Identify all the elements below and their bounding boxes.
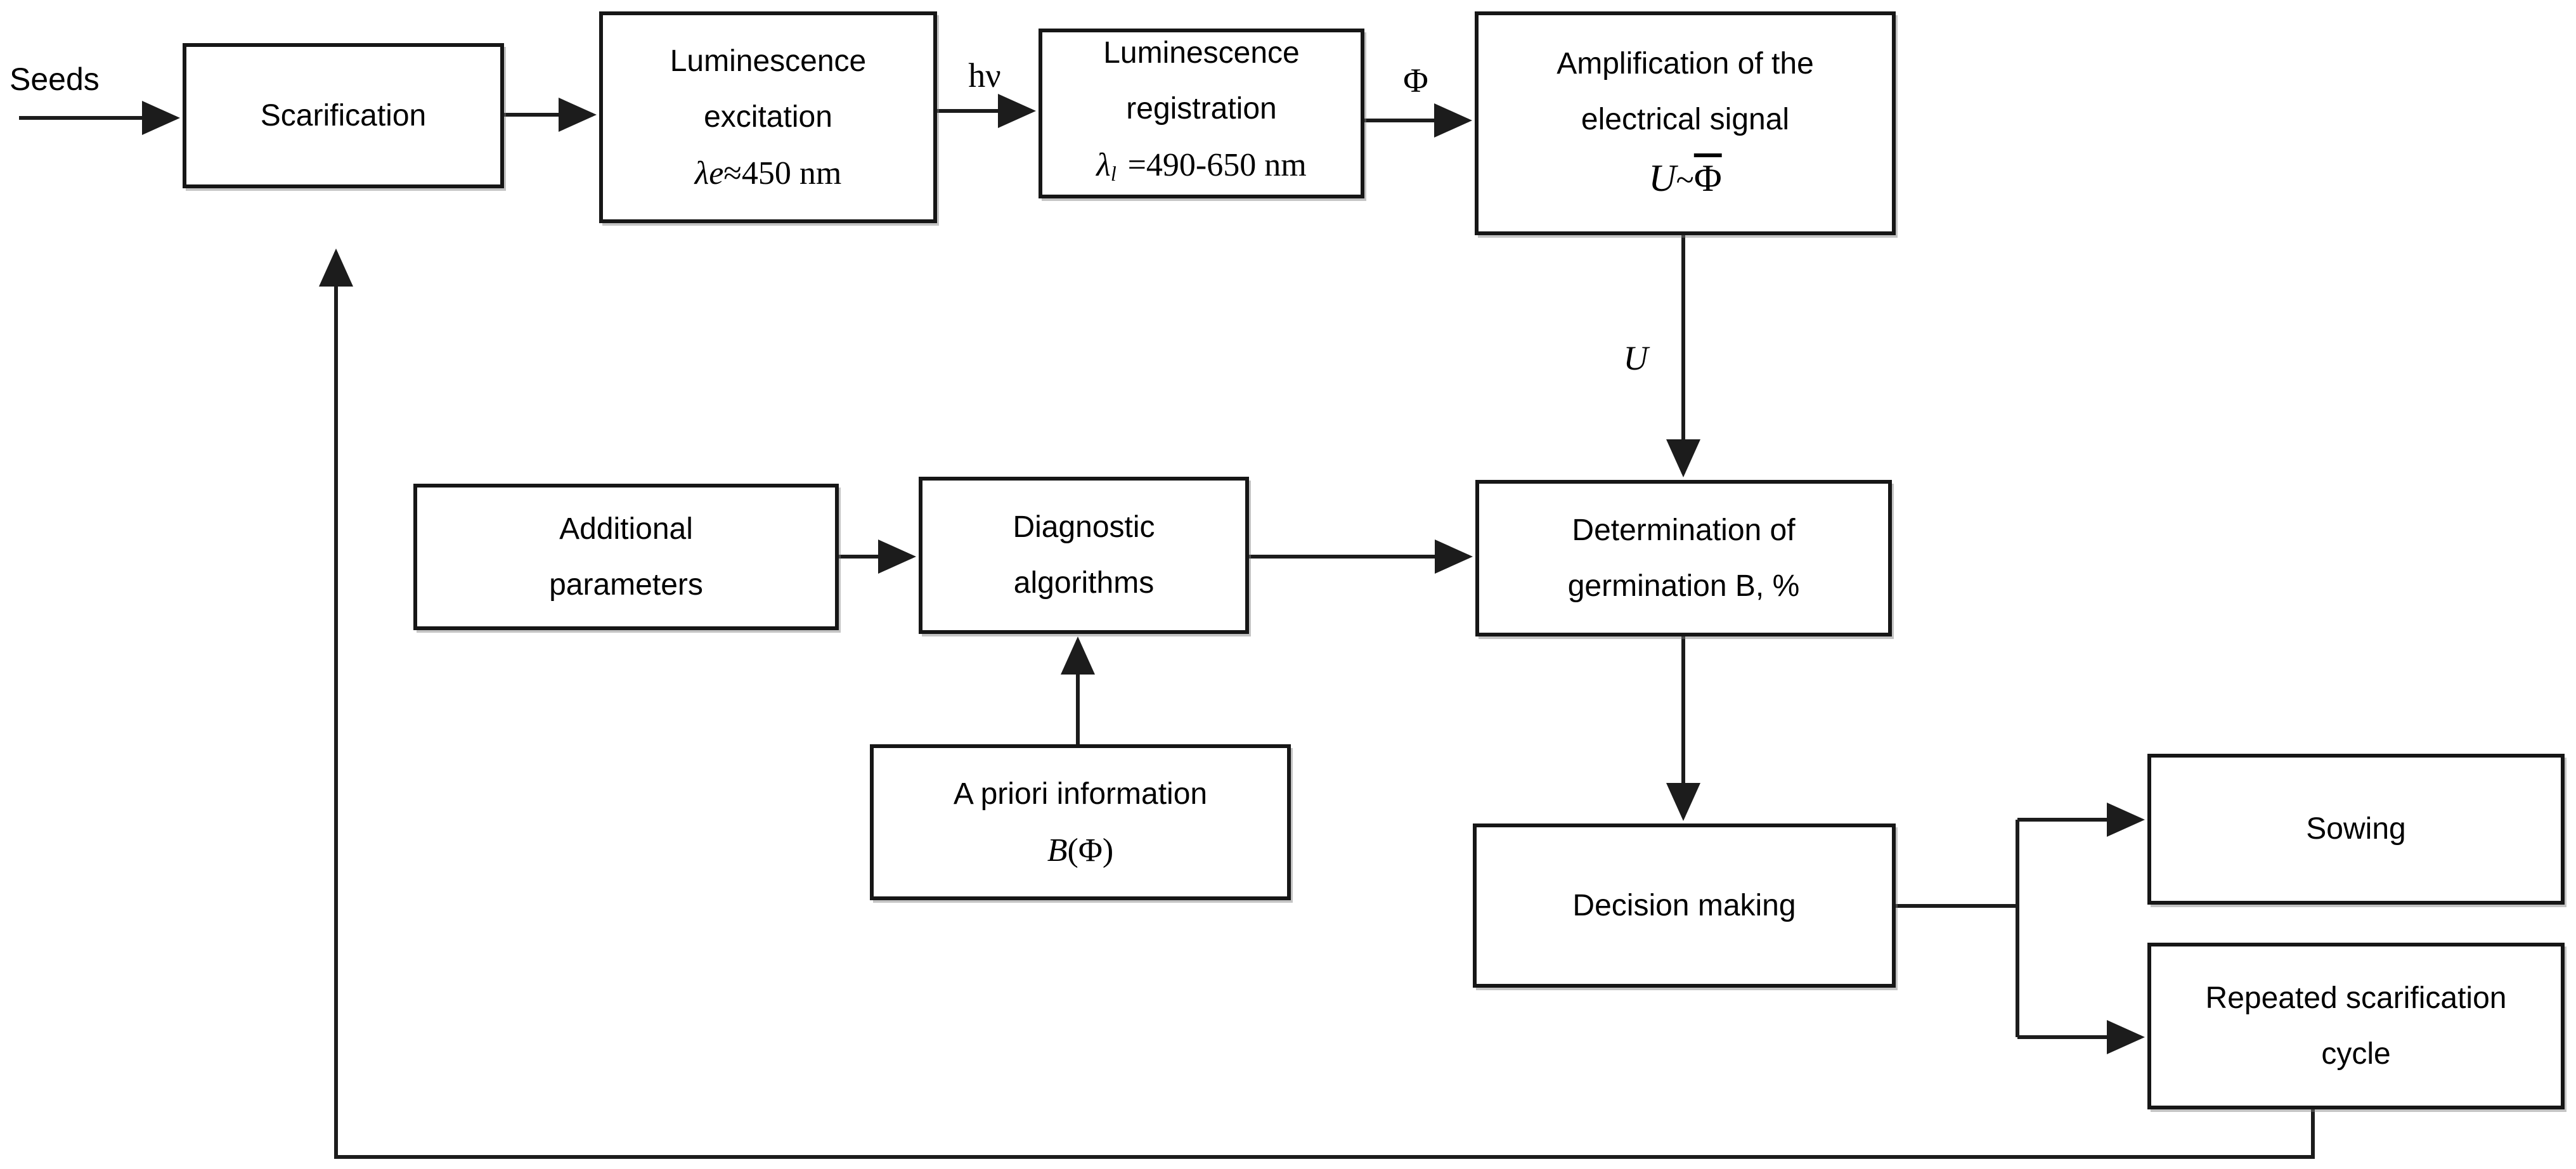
node-label-line2: parameters — [549, 567, 703, 602]
node-repeated-scarification-cycle: Repeated scarification cycle — [2147, 943, 2565, 1109]
lambda-subscript: l — [1110, 162, 1116, 186]
node-label: Scarification — [260, 98, 427, 132]
node-label: Decision making — [1572, 888, 1796, 922]
node-determination-germination: Determination of germination B, % — [1475, 480, 1892, 636]
node-formula: λe≈450 nm — [695, 145, 842, 202]
b-symbol: B — [1047, 832, 1068, 869]
node-scarification: Scarification — [183, 43, 504, 188]
node-label: Sowing — [2306, 812, 2406, 846]
wavelength-value: ≈450 nm — [723, 155, 842, 191]
node-label-line1: Amplification of the — [1557, 46, 1814, 81]
phi-argument: (Φ) — [1067, 832, 1114, 869]
node-label-line2: registration — [1126, 91, 1277, 126]
tilde-symbol: ~ — [1676, 162, 1694, 198]
wavelength-range-value: =490-650 nm — [1119, 146, 1307, 183]
node-label-line1: Luminescence — [1103, 36, 1300, 70]
node-label-line2: electrical signal — [1581, 102, 1790, 136]
node-luminescence-registration: Luminescence registration λl =490-650 nm — [1039, 29, 1364, 198]
node-decision-making: Decision making — [1473, 823, 1896, 988]
edge-label-flux-phi: Φ — [1403, 61, 1428, 100]
node-label-line1: Diagnostic — [1013, 510, 1155, 544]
node-label-line2: algorithms — [1013, 566, 1155, 600]
node-label-line1: Additional — [559, 512, 693, 546]
node-label-line2: cycle — [2321, 1037, 2391, 1071]
node-label-line1: Repeated scarification — [2205, 981, 2507, 1015]
node-formula: B(Φ) — [1047, 822, 1113, 879]
node-formula: U~Φ — [1648, 148, 1721, 211]
node-a-priori-information: A priori information B(Φ) — [870, 744, 1291, 900]
node-label-line1: A priori information — [953, 777, 1208, 811]
node-label-line1: Determination of — [1572, 513, 1796, 547]
node-formula: λl =490-650 nm — [1096, 137, 1306, 202]
node-label-line2: germination B, % — [1567, 569, 1800, 603]
edge-label-voltage-u: U — [1623, 339, 1648, 377]
phi-bar-symbol: Φ — [1693, 157, 1722, 199]
node-amplification: Amplification of the electrical signal U… — [1475, 11, 1896, 235]
node-luminescence-excitation: Luminescence excitation λe≈450 nm — [599, 11, 937, 223]
node-label-line2: excitation — [704, 100, 832, 134]
node-sowing: Sowing — [2147, 754, 2565, 905]
edge-label-seeds: Seeds — [10, 61, 100, 97]
line-decision-branch — [1896, 820, 2019, 1037]
u-symbol: U — [1648, 157, 1676, 199]
node-diagnostic-algorithms: Diagnostic algorithms — [919, 477, 1249, 634]
lambda-symbol: λ — [1096, 146, 1111, 183]
node-label-line1: Luminescence — [670, 44, 867, 78]
edge-label-photon-hv: hν — [968, 56, 1001, 94]
node-additional-parameters: Additional parameters — [413, 484, 839, 630]
arrow-feedback-to-scarification — [319, 249, 2315, 1159]
lambda-e-symbol: λe — [694, 155, 724, 191]
